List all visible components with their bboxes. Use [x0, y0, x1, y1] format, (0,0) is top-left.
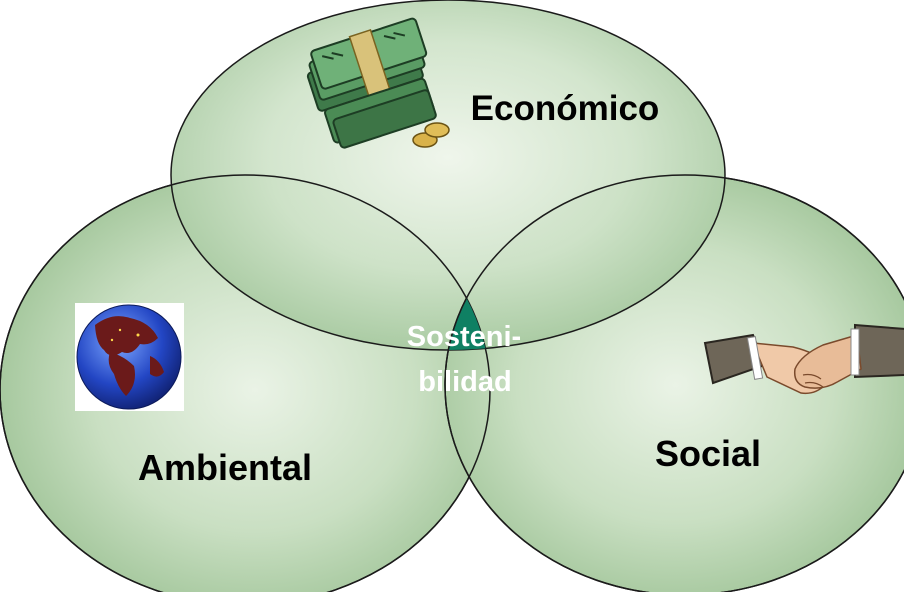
center-label-line2: bilidad [418, 366, 511, 398]
environmental-circle-outline [0, 174, 491, 592]
money-stack-icon [306, 17, 450, 149]
center-label-line1: Sosteni- [407, 321, 521, 353]
environmental-label: Ambiental [138, 447, 312, 488]
economic-label: Económico [471, 89, 660, 128]
handshake-icon [703, 323, 904, 395]
social-label: Social [655, 433, 761, 474]
social-circle-outline [444, 174, 904, 592]
globe-icon [75, 303, 184, 411]
